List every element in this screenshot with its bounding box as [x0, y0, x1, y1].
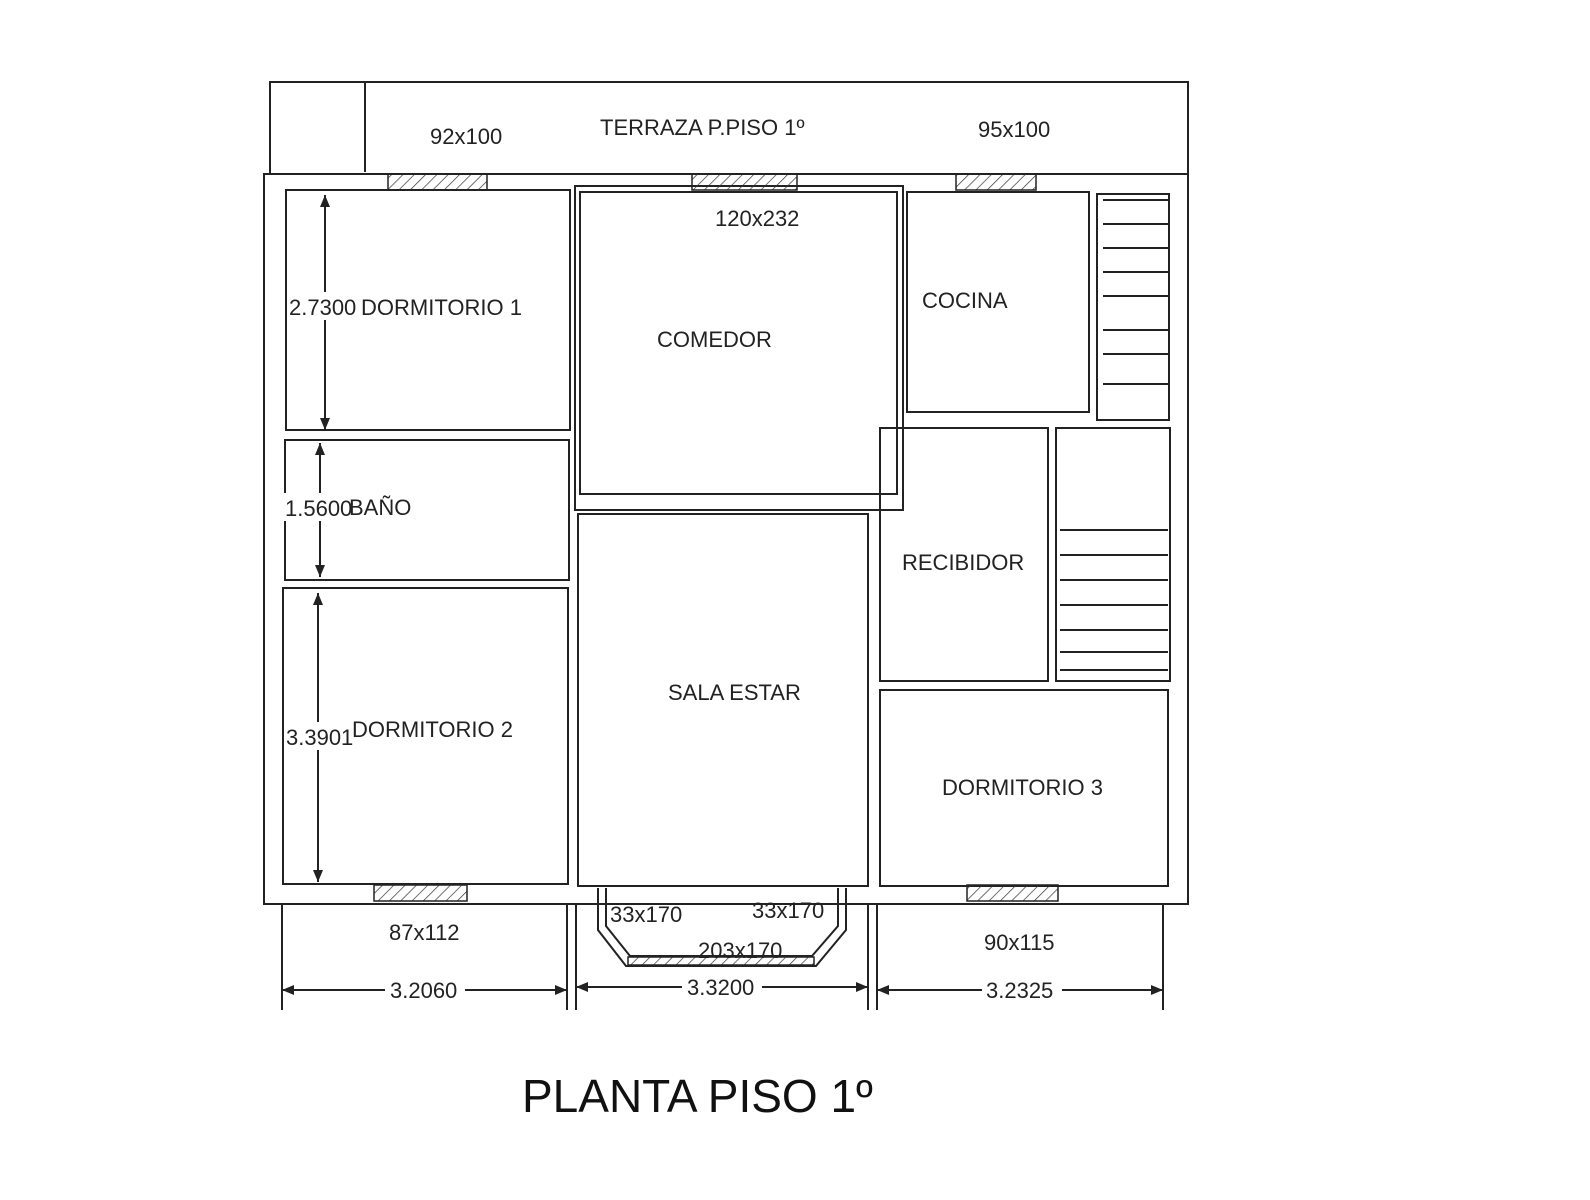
dim-width-center: 3.3200 [687, 975, 754, 1000]
dim-width-left: 3.2060 [390, 978, 457, 1003]
window-hatch-dorm3 [966, 884, 1059, 902]
recibidor-outline [879, 427, 1049, 682]
arrow-head [856, 982, 868, 992]
window-label-terraza-left: 92x100 [430, 124, 502, 149]
window-label-bay-left: 33x170 [610, 902, 682, 927]
dim-label-bg [982, 975, 1062, 1003]
arrow-head [315, 443, 325, 455]
arrow-head [877, 985, 889, 995]
dim-label-bg [286, 722, 352, 750]
window-hatch-dorm2 [373, 884, 468, 902]
dim-label-bg [385, 975, 465, 1003]
dormitorio-2-outline [282, 587, 569, 885]
dim-bano-height: 1.5600 [285, 496, 352, 521]
window-label-dorm3: 90x115 [984, 930, 1055, 955]
arrow-head [315, 565, 325, 577]
dormitorio-2-label: DORMITORIO 2 [352, 717, 513, 742]
bano-label: BAÑO [349, 495, 411, 520]
door-label-comedor: 120x232 [715, 206, 799, 231]
window-hatch-terraza-right [955, 173, 1037, 191]
window-label-bay-center: 203x170 [698, 938, 782, 963]
dim-label-bg [682, 972, 762, 1000]
window-hatch-comedor [691, 173, 798, 191]
dormitorio-1-label: DORMITORIO 1 [361, 295, 522, 320]
arrow-head [576, 982, 588, 992]
bay-window-outline [597, 888, 847, 967]
window-label-bay-right: 33x170 [752, 898, 824, 923]
stair-bottom-outline [1055, 427, 1171, 682]
window-hatch-bay [627, 956, 815, 966]
recibidor-label: RECIBIDOR [902, 550, 1024, 575]
dim-dorm2-height: 3.3901 [286, 725, 353, 750]
window-hatch-terraza-left [387, 173, 488, 191]
dim-label-bg [287, 292, 357, 320]
stair-top-outline [1096, 193, 1170, 421]
arrow-head [320, 195, 330, 207]
bay-window-inner [605, 888, 839, 957]
dim-dorm1-height: 2.7300 [289, 295, 356, 320]
sala-estar-outline [577, 513, 869, 887]
window-label-terraza-right: 95x100 [978, 117, 1050, 142]
cocina-label: COCINA [922, 288, 1008, 313]
cocina-outline [906, 191, 1090, 413]
arrow-head [282, 985, 294, 995]
sala-estar-label: SALA ESTAR [668, 680, 801, 705]
window-label-dorm2: 87x112 [389, 920, 460, 945]
arrow-head [555, 985, 567, 995]
comedor-label: COMEDOR [657, 327, 772, 352]
dormitorio-3-label: DORMITORIO 3 [942, 775, 1103, 800]
arrow-head [320, 418, 330, 430]
arrow-head [313, 593, 323, 605]
terraza-label: TERRAZA P.PISO 1º [600, 115, 804, 140]
arrow-head [313, 870, 323, 882]
dim-label-bg [284, 493, 354, 521]
arrow-head [1151, 985, 1163, 995]
plan-title: PLANTA PISO 1º [522, 1070, 873, 1122]
dim-width-right: 3.2325 [986, 978, 1053, 1003]
